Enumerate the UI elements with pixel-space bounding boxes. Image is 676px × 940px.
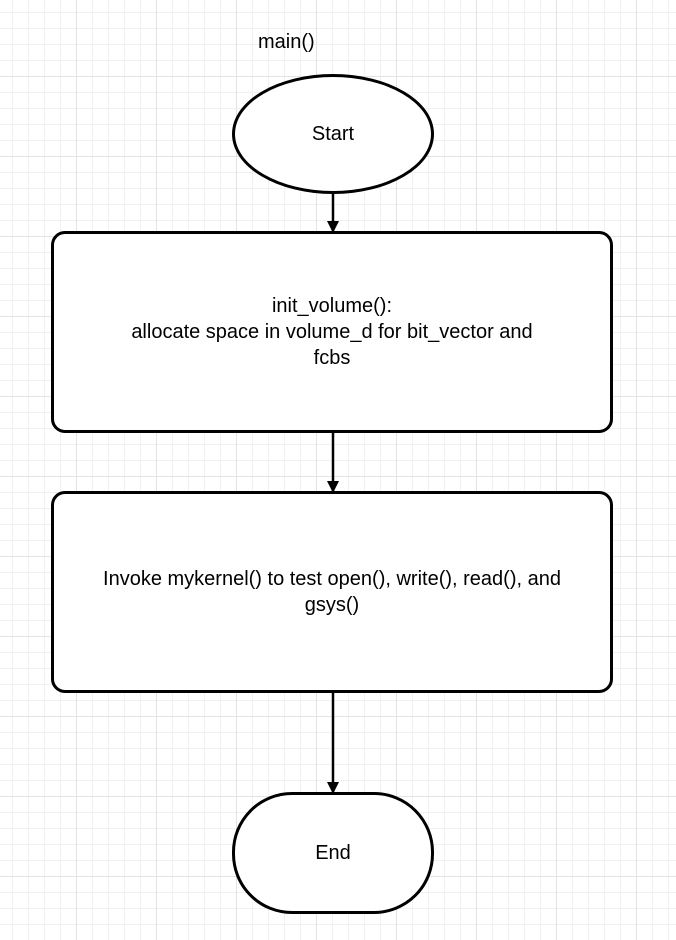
start-node: Start <box>232 74 434 194</box>
end-node-label: End <box>315 842 351 864</box>
invoke-mykernel-node-label: Invoke mykernel() to test open(), write(… <box>103 568 561 616</box>
end-node: End <box>232 792 434 914</box>
init-volume-node: init_volume(): allocate space in volume_… <box>51 231 613 433</box>
init-volume-node-label: init_volume(): allocate space in volume_… <box>131 295 533 369</box>
invoke-mykernel-node: Invoke mykernel() to test open(), write(… <box>51 491 613 693</box>
start-node-label: Start <box>311 123 355 145</box>
function-label: main() <box>258 31 315 53</box>
